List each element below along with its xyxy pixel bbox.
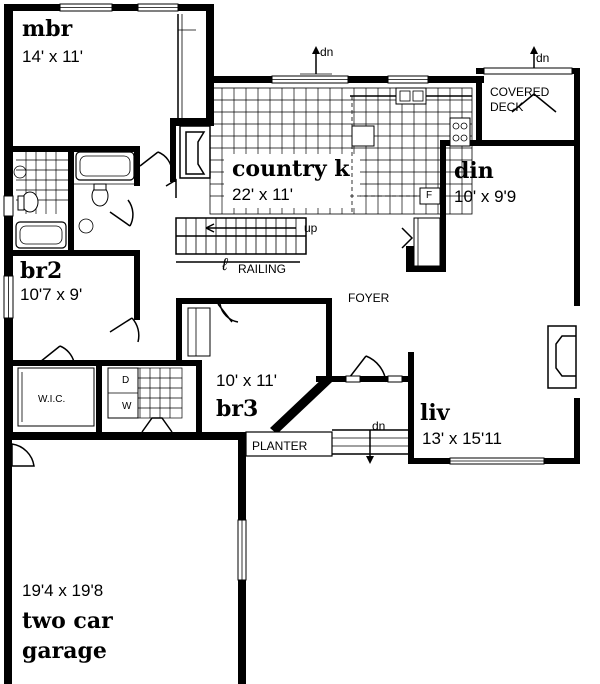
stairs: [175, 217, 307, 255]
living-fireplace: [547, 325, 577, 389]
wic-label: W.I.C.: [38, 394, 66, 405]
foyer-label: FOYER: [348, 291, 390, 305]
kitchen-dn-label: dn: [320, 45, 334, 59]
windows: [3, 3, 580, 581]
kitchen-name: country k: [232, 156, 350, 182]
liv-size: 13' x 15'11: [422, 429, 502, 448]
mbr-name: mbr: [22, 16, 73, 42]
deck-dn-label: dn: [536, 51, 550, 65]
din-name: din: [454, 158, 494, 184]
dryer-label: D: [122, 375, 130, 386]
liv-name: liv: [420, 400, 450, 426]
washer-label: W: [122, 401, 132, 412]
br2-size: 10'7 x 9': [20, 285, 83, 304]
garage-name-line1: two car: [22, 608, 113, 634]
din-size: 10' x 9'9: [454, 187, 517, 206]
bathroom-fixtures: [13, 151, 135, 249]
mbr-closet: [177, 14, 196, 118]
kitchen-down-arrow: [300, 46, 332, 75]
br3-size: 10' x 11': [216, 371, 277, 390]
fridge-label: F: [426, 190, 433, 201]
planter: [245, 429, 410, 464]
covered-deck-label-2: DECK: [490, 100, 524, 114]
railing-label: RAILING: [238, 262, 287, 276]
garage-size: 19'4 x 19'8: [22, 581, 104, 600]
closets: [17, 217, 441, 427]
angled-entry-wall: [270, 376, 332, 434]
railing-symbol: ℓ: [222, 255, 228, 274]
liv-entry-frame: [345, 375, 403, 383]
covered-deck-label-1: COVERED: [490, 85, 550, 99]
planter-label: PLANTER: [252, 439, 308, 453]
br2-name: br2: [20, 258, 63, 284]
entry-dn-label: dn: [372, 419, 386, 433]
kitchen-size: 22' x 11': [232, 185, 293, 204]
mbr-size: 14' x 11': [22, 47, 83, 66]
garage-name-line2: garage: [22, 638, 107, 664]
deck-down-arrow: [530, 46, 538, 68]
kitchen-counters: [350, 87, 472, 214]
kitchen-fireplace: [179, 125, 211, 179]
kitchen-tile-grid: [209, 87, 473, 215]
stairs-up-label: up: [304, 221, 318, 235]
br3-name: br3: [216, 396, 259, 422]
